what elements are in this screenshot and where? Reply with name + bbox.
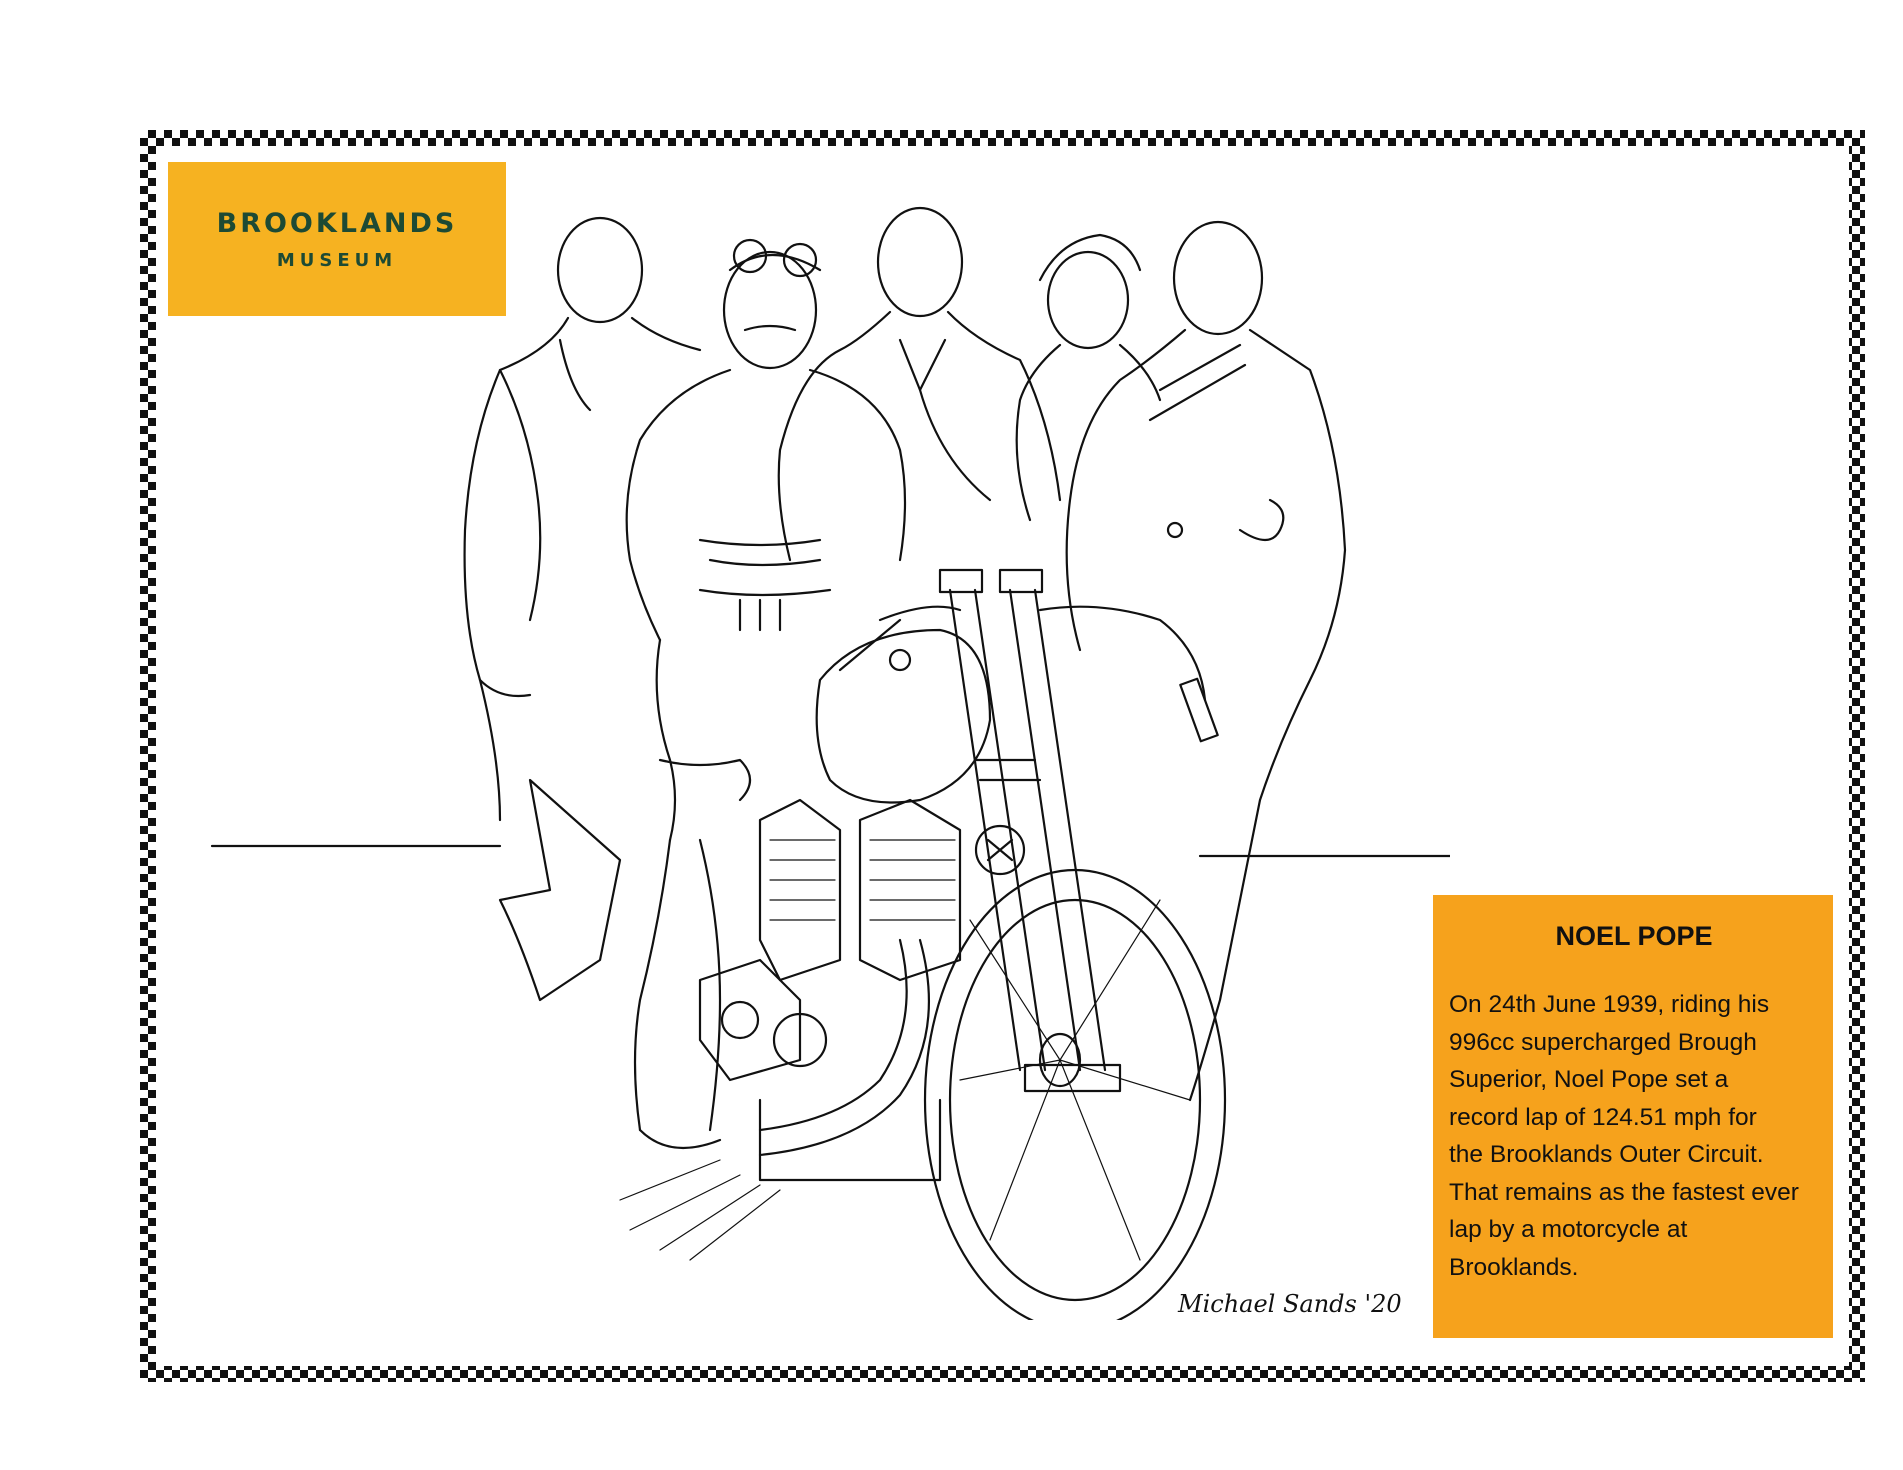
info-body: On 24th June 1939, riding his 996cc supe… <box>1449 986 1819 1286</box>
spectator-middle-figure <box>777 206 1062 562</box>
info-line: lap by a motorcycle at <box>1449 1216 1688 1243</box>
rider-figure <box>625 238 907 1150</box>
info-title: NOEL POPE <box>1555 921 1713 951</box>
checkered-border-frame <box>140 130 1865 1382</box>
motorcycle <box>498 568 1227 1320</box>
info-panel: NOEL POPE On 24th June 1939, riding his … <box>1433 895 1833 1338</box>
info-line: Brooklands. <box>1449 1253 1579 1281</box>
motorcycle-line-illustration <box>210 206 1450 1320</box>
info-line: Superior, Noel Pope set a <box>1449 1066 1729 1093</box>
logo-subtitle: MUSEUM <box>276 250 398 271</box>
logo-name: BROOKLANDS <box>216 208 458 239</box>
brooklands-museum-logo: BROOKLANDS MUSEUM <box>168 162 506 316</box>
info-line: 996cc supercharged Brough <box>1449 1028 1757 1056</box>
spectator-right-figure <box>1065 220 1347 1102</box>
artist-signature: Michael Sands '20 <box>1178 1290 1402 1318</box>
info-line: record lap of 124.51 mph for <box>1449 1103 1757 1131</box>
info-line: That remains as the fastest ever <box>1449 1178 1799 1206</box>
info-line: On 24th June 1939, riding his <box>1449 991 1770 1018</box>
spectator-cap-figure <box>1015 233 1162 522</box>
spectator-left-figure <box>463 216 702 822</box>
info-line: the Brooklands Outer Circuit. <box>1449 1141 1764 1168</box>
